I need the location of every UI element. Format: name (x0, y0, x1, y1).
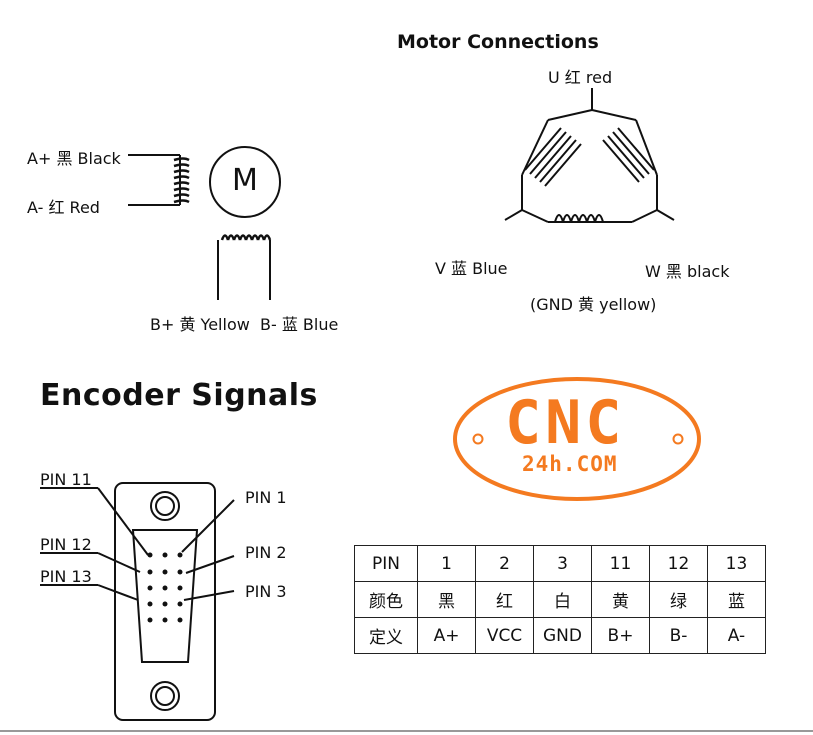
table-cell: 蓝 (707, 581, 766, 618)
motor-m-symbol: M (232, 163, 258, 198)
table-cell: A- (707, 617, 766, 654)
u-phase-label: U 红 red (548, 68, 613, 87)
table-cell: 黑 (417, 581, 476, 618)
table-cell: 定义 (354, 617, 418, 654)
motor-connections-title: Motor Connections (397, 31, 599, 53)
pin-1-label: PIN 1 (245, 488, 287, 507)
b-phase-labels: B+ 黄 Yellow B- 蓝 Blue (150, 315, 339, 334)
v-phase-label: V 蓝 Blue (435, 259, 508, 278)
encoder-signals-title: Encoder Signals (40, 378, 318, 413)
table-cell: 绿 (649, 581, 708, 618)
connector-pins (147, 552, 183, 623)
table-cell: 13 (707, 545, 766, 582)
a-minus-label: A- 红 Red (27, 198, 100, 217)
table-cell: 3 (533, 545, 592, 582)
table-cell: 11 (591, 545, 650, 582)
table-cell: 2 (475, 545, 534, 582)
coil-b (217, 234, 272, 300)
table-row: 颜色 黑 红 白 黄 绿 蓝 (354, 581, 766, 618)
pin-2-label: PIN 2 (245, 543, 287, 562)
table-row: 定义 A+ VCC GND B+ B- A- (354, 617, 766, 654)
pin-11-label: PIN 11 (40, 470, 92, 489)
table-cell: B+ (591, 617, 650, 654)
table-cell: PIN (354, 545, 418, 582)
table-cell: 红 (475, 581, 534, 618)
cnc-logo-text: CNC (505, 388, 626, 458)
table-cell: B- (649, 617, 708, 654)
table-cell: 1 (417, 545, 476, 582)
db15-connector (114, 482, 216, 721)
cnc-logo-subtext: 24h.COM (522, 452, 618, 476)
w-phase-label: W 黑 black (645, 262, 730, 281)
motor-triangle (504, 88, 675, 223)
gnd-label: (GND 黄 yellow) (530, 295, 657, 314)
table-row: PIN 1 2 3 11 12 13 (354, 545, 766, 582)
table-cell: 黄 (591, 581, 650, 618)
pin-13-label: PIN 13 (40, 567, 92, 586)
pin-3-label: PIN 3 (245, 582, 287, 601)
pin-12-label: PIN 12 (40, 535, 92, 554)
table-cell: 12 (649, 545, 708, 582)
a-plus-label: A+ 黑 Black (27, 149, 121, 168)
table-cell: 白 (533, 581, 592, 618)
table-cell: GND (533, 617, 592, 654)
table-cell: 颜色 (354, 581, 418, 618)
motor-m-symbol-circle (209, 146, 281, 218)
pin-table: PIN 1 2 3 11 12 13 颜色 黑 红 白 黄 绿 蓝 定义 A+ … (354, 545, 766, 654)
cnc-logo (453, 377, 701, 501)
table-cell: VCC (475, 617, 534, 654)
coil-a (173, 155, 190, 205)
table-cell: A+ (417, 617, 476, 654)
